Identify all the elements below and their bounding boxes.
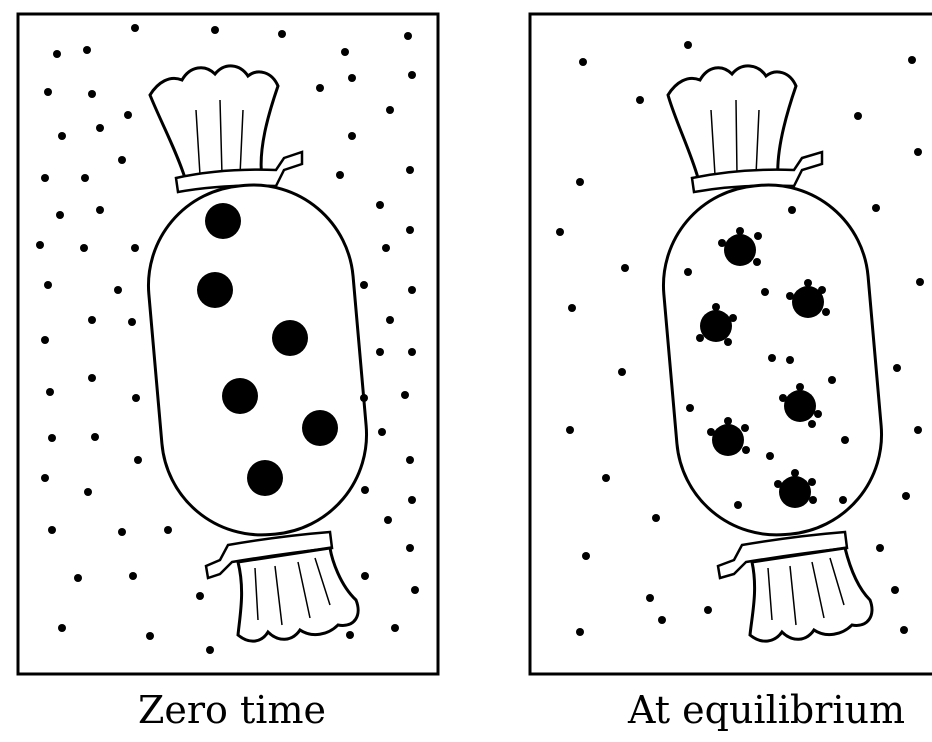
- bag-top-tail-left: [150, 66, 278, 178]
- bag-bottom-tail-right: [750, 548, 872, 641]
- caption-at-equilibrium: At equilibrium: [628, 688, 905, 732]
- caption-zero-time: Zero time: [138, 688, 326, 732]
- bag-top-tail-right: [668, 66, 796, 178]
- panel-zero-time: [18, 14, 438, 674]
- panel-equilibrium: [530, 14, 932, 674]
